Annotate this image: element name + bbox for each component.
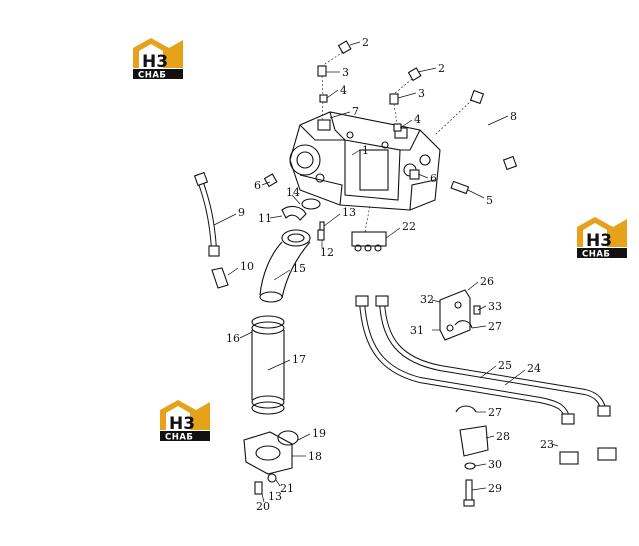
callout-11: 11 — [258, 212, 272, 225]
hydraulic-pump-assembly — [289, 111, 441, 211]
callout-21: 21 — [280, 482, 294, 495]
brand-logo: H3 СНАБ — [160, 400, 210, 443]
callout-2: 2 — [362, 36, 369, 49]
fitting-left — [317, 40, 352, 123]
callout-10: 10 — [240, 260, 254, 273]
washer-21 — [267, 473, 277, 483]
bolt-12 — [317, 221, 325, 241]
bolt-20 — [254, 481, 263, 495]
callout-18: 18 — [308, 450, 322, 463]
callout-20: 20 — [256, 500, 270, 513]
callout-12: 12 — [320, 246, 334, 259]
hose-8 — [434, 89, 518, 173]
hose-24-25 — [355, 295, 611, 425]
callout-22: 22 — [402, 220, 416, 233]
logo-top-text: H3 — [142, 52, 168, 72]
callout-16: 16 — [226, 332, 240, 345]
callout-numbers: 2 3 4 2 3 7 4 1 6 6 5 8 9 14 11 13 12 22… — [226, 36, 554, 513]
hose-9 — [193, 171, 220, 257]
callout-17: 17 — [292, 353, 306, 366]
callout-6: 6 — [254, 179, 261, 192]
callout-9: 9 — [238, 206, 245, 219]
callout-23: 23 — [540, 438, 554, 451]
clip-27-lower — [455, 405, 477, 413]
logo-top-text: H3 — [586, 231, 612, 251]
bracket-26 — [439, 289, 471, 341]
brand-logo: H3 СНАБ — [577, 217, 627, 260]
callout-29: 29 — [488, 482, 502, 495]
callout-3: 3 — [418, 87, 425, 100]
fitting-6-right — [409, 169, 420, 180]
fitting-6-left — [263, 173, 278, 188]
clamp-11 — [281, 205, 307, 221]
callout-2: 2 — [438, 62, 445, 75]
clamp-16 — [251, 315, 285, 335]
callout-13: 13 — [342, 206, 356, 219]
logo-bottom-text: СНАБ — [582, 250, 610, 260]
plug-5 — [450, 180, 470, 195]
flange-18 — [243, 431, 293, 475]
callout-7: 7 — [352, 105, 359, 118]
callout-13: 13 — [268, 490, 282, 503]
tube-17 — [251, 330, 285, 415]
logo-bottom-text: СНАБ — [138, 71, 166, 81]
callout-27: 27 — [488, 406, 502, 419]
brand-logo: H3 СНАБ — [133, 38, 183, 81]
suction-tube-15 — [259, 229, 311, 303]
o-ring-19 — [277, 430, 299, 446]
callout-26: 26 — [480, 275, 494, 288]
callout-31: 31 — [410, 324, 424, 337]
callout-4: 4 — [340, 84, 347, 97]
callout-8: 8 — [510, 110, 517, 123]
logo-bottom-text: СНАБ — [165, 433, 193, 443]
callout-33: 33 — [488, 300, 502, 313]
o-ring-14 — [301, 198, 321, 210]
elbow-10 — [211, 267, 229, 289]
washer-30 — [464, 462, 476, 470]
callout-5: 5 — [486, 194, 493, 207]
callout-3: 3 — [342, 66, 349, 79]
callout-32: 32 — [420, 293, 434, 306]
callout-27: 27 — [488, 320, 502, 333]
fitting-23 — [559, 447, 617, 465]
fitting-block-22 — [351, 204, 387, 252]
callout-24: 24 — [527, 362, 541, 375]
callout-6: 6 — [430, 172, 437, 185]
callout-30: 30 — [488, 458, 502, 471]
callout-28: 28 — [496, 430, 510, 443]
callout-25: 25 — [498, 359, 512, 372]
callout-14: 14 — [286, 186, 300, 199]
callout-15: 15 — [292, 262, 306, 275]
leader-lines — [213, 41, 559, 503]
bracket-28 — [459, 425, 489, 457]
bolt-29 — [463, 479, 475, 507]
clip-27-upper — [454, 320, 473, 329]
callout-19: 19 — [312, 427, 326, 440]
logo-top-text: H3 — [169, 414, 195, 434]
bolt-33 — [473, 305, 481, 315]
callout-1: 1 — [362, 144, 369, 157]
callout-4: 4 — [414, 113, 421, 126]
